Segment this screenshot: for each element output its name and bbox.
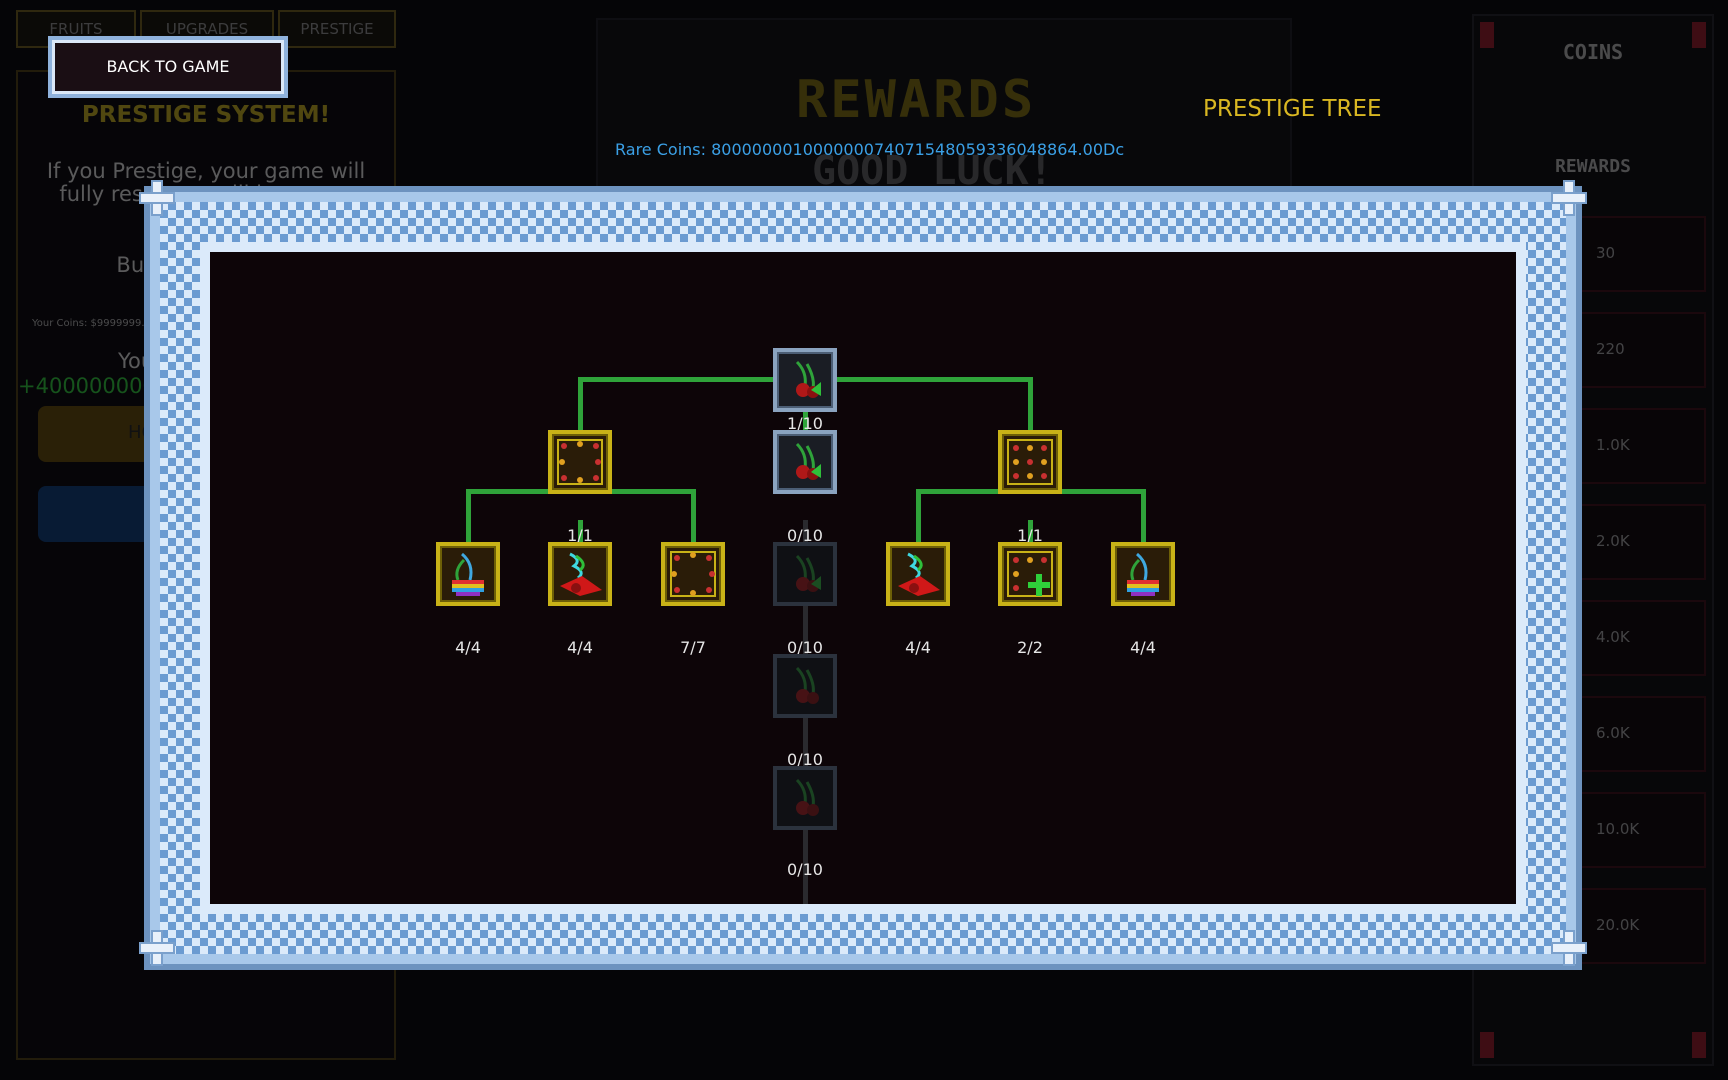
reward-amount: 10.0K xyxy=(1596,820,1640,838)
your-coins-text: Your Coins: $9999999... xyxy=(32,318,151,329)
reward-amount: 30 xyxy=(1596,244,1616,262)
cherry-upgrade-icon xyxy=(795,778,819,816)
prestige-node-center-3[interactable] xyxy=(773,542,837,606)
reward-amount: 220 xyxy=(1596,340,1625,358)
tab-prestige[interactable]: PRESTIGE xyxy=(278,10,396,48)
fruit-grid-plus-icon xyxy=(1007,551,1053,597)
frame-corner-stud xyxy=(141,932,173,964)
cherry-upgrade-icon xyxy=(795,554,821,592)
prestige-node-center-5[interactable] xyxy=(773,766,837,830)
reward-amount: 4.0K xyxy=(1596,628,1630,646)
rainbow-cherry-icon xyxy=(1127,552,1159,596)
frame-corner-stud xyxy=(1553,932,1585,964)
panel-corner xyxy=(1692,1032,1706,1058)
frame-corner-stud xyxy=(1553,182,1585,214)
cherry-upgrade-icon xyxy=(795,666,819,704)
reward-amount: 6.0K xyxy=(1596,724,1630,742)
prestige-node-leaf-2[interactable] xyxy=(548,542,612,606)
prestige-node-left-hub[interactable] xyxy=(548,430,612,494)
good-luck-text: GOOD LUCK! xyxy=(812,148,1053,194)
node-level-label: 2/2 xyxy=(1017,638,1043,657)
frame-corner-stud xyxy=(141,182,173,214)
prestige-tree-title: PRESTIGE TREE xyxy=(1203,96,1382,122)
coins-header: COINS xyxy=(1562,40,1624,64)
node-level-label: 7/7 xyxy=(680,638,706,657)
connector-line xyxy=(1141,489,1146,566)
node-level-label: 0/10 xyxy=(787,750,823,769)
connector-line xyxy=(916,489,921,566)
panel-corner xyxy=(1480,1032,1494,1058)
fruit-grid-icon xyxy=(1007,439,1053,485)
connector-line xyxy=(578,377,583,464)
rewards-center-panel xyxy=(596,18,1292,202)
lightning-cherry-icon xyxy=(898,552,940,596)
cherry-upgrade-icon xyxy=(795,360,821,398)
fruit-frame-icon xyxy=(670,551,716,597)
node-level-label: 1/10 xyxy=(787,414,823,433)
back-to-game-button[interactable]: BACK TO GAME xyxy=(48,36,288,98)
node-level-label: 1/1 xyxy=(1017,526,1043,545)
prestige-tree-canvas[interactable]: 1/10 1/1 0/10 1/1 4/4 4/4 7/7 0/10 xyxy=(210,252,1516,904)
cherry-upgrade-icon xyxy=(795,442,821,480)
node-level-label: 1/1 xyxy=(567,526,593,545)
connector-line xyxy=(1028,377,1033,464)
prestige-node-leaf-1[interactable] xyxy=(436,542,500,606)
node-level-label: 0/10 xyxy=(787,638,823,657)
prestige-node-leaf-5[interactable] xyxy=(998,542,1062,606)
reward-amount: 1.0K xyxy=(1596,436,1630,454)
node-level-label: 4/4 xyxy=(567,638,593,657)
node-level-label: 4/4 xyxy=(905,638,931,657)
prestige-node-center-4[interactable] xyxy=(773,654,837,718)
node-level-label: 4/4 xyxy=(1130,638,1156,657)
lightning-cherry-icon xyxy=(560,552,602,596)
rare-coins-counter: Rare Coins: 8000000010000000740715480593… xyxy=(615,140,1125,159)
rewards-title: REWARDS xyxy=(796,70,1037,130)
prestige-node-leaf-4[interactable] xyxy=(886,542,950,606)
prestige-tree-modal: 1/10 1/1 0/10 1/1 4/4 4/4 7/7 0/10 xyxy=(150,192,1576,964)
prestige-node-center-2[interactable] xyxy=(773,430,837,494)
fruit-grid-icon xyxy=(557,439,603,485)
panel-corner xyxy=(1692,22,1706,48)
prestige-node-root[interactable] xyxy=(773,348,837,412)
reward-amount: 2.0K xyxy=(1596,532,1630,550)
prestige-node-leaf-3[interactable] xyxy=(661,542,725,606)
prestige-node-leaf-6[interactable] xyxy=(1111,542,1175,606)
prestige-system-title: PRESTIGE SYSTEM! xyxy=(81,102,331,128)
connector-line xyxy=(691,489,696,566)
rainbow-cherry-icon xyxy=(452,552,484,596)
connector-line xyxy=(466,489,471,566)
node-level-label: 0/10 xyxy=(787,860,823,879)
rewards-header: REWARDS xyxy=(1555,156,1631,177)
reward-amount: 20.0K xyxy=(1596,916,1640,934)
prestige-node-right-hub[interactable] xyxy=(998,430,1062,494)
panel-corner xyxy=(1480,22,1494,48)
node-level-label: 0/10 xyxy=(787,526,823,545)
node-level-label: 4/4 xyxy=(455,638,481,657)
